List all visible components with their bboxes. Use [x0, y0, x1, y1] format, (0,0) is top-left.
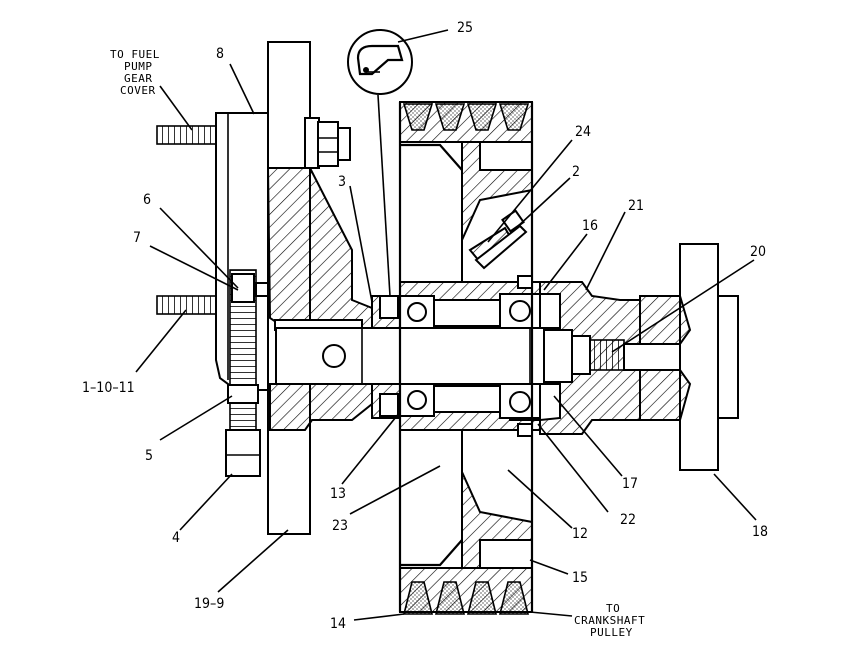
top-bolt	[304, 117, 351, 169]
callout-23: 23	[332, 518, 348, 534]
note-fuel-pump: TO FUEL PUMP GEAR COVER	[110, 48, 160, 97]
threaded-stub	[587, 339, 625, 371]
callout-6: 6	[143, 192, 151, 208]
callout-13: 13	[330, 486, 346, 502]
svg-text:TO FUEL: TO FUEL	[110, 48, 160, 61]
leader-lines	[135, 29, 757, 621]
note-crankshaft: TO CRANKSHAFT PULLEY	[574, 602, 645, 639]
callout-15: 15	[572, 570, 588, 586]
inner-bearing	[399, 295, 435, 417]
seal-detail	[347, 29, 413, 95]
retainer-ring	[517, 275, 533, 289]
callout-14: 14	[330, 616, 346, 632]
callout-22: 22	[620, 512, 636, 528]
upper-belts	[402, 103, 530, 131]
callout-20: 20	[750, 244, 766, 260]
lower-belts	[402, 581, 530, 615]
seal	[379, 295, 399, 319]
callout-18: 18	[752, 524, 768, 540]
pulley	[398, 101, 534, 613]
callout-19-9: 19–9	[194, 596, 224, 612]
svg-text:TO: TO	[606, 602, 620, 615]
callout-25: 25	[457, 20, 473, 36]
callout-7: 7	[133, 230, 141, 246]
svg-text:PUMP: PUMP	[124, 60, 153, 73]
callout-4: 4	[172, 530, 180, 546]
adjusting-bolt	[225, 269, 261, 477]
callout-8: 8	[216, 46, 224, 62]
svg-text:CRANKSHAFT: CRANKSHAFT	[574, 614, 645, 627]
svg-text:COVER: COVER	[120, 84, 156, 97]
callout-17: 17	[622, 476, 638, 492]
callout-21: 21	[628, 198, 644, 214]
callout-16: 16	[582, 218, 598, 234]
svg-text:PULLEY: PULLEY	[590, 626, 633, 639]
svg-text:GEAR: GEAR	[124, 72, 153, 85]
shaft	[275, 327, 547, 385]
fan-flange	[623, 243, 739, 471]
callout-2: 2	[572, 164, 580, 180]
outer-bearing	[499, 293, 541, 419]
bearing-spacer	[433, 299, 501, 327]
housing	[266, 167, 373, 329]
lower-stud	[156, 295, 218, 315]
nut	[231, 273, 255, 303]
callout-5: 5	[145, 448, 153, 464]
callouts: 25 8 24 2 3 21 16 6 7 20 1–10–11 5 17 13…	[82, 20, 768, 632]
callout-1-10-11: 1–10–11	[82, 380, 135, 396]
upper-stud	[156, 125, 218, 145]
callout-12: 12	[572, 526, 588, 542]
callout-3: 3	[338, 174, 346, 190]
grease-fitting	[468, 209, 528, 270]
callout-24: 24	[575, 124, 591, 140]
